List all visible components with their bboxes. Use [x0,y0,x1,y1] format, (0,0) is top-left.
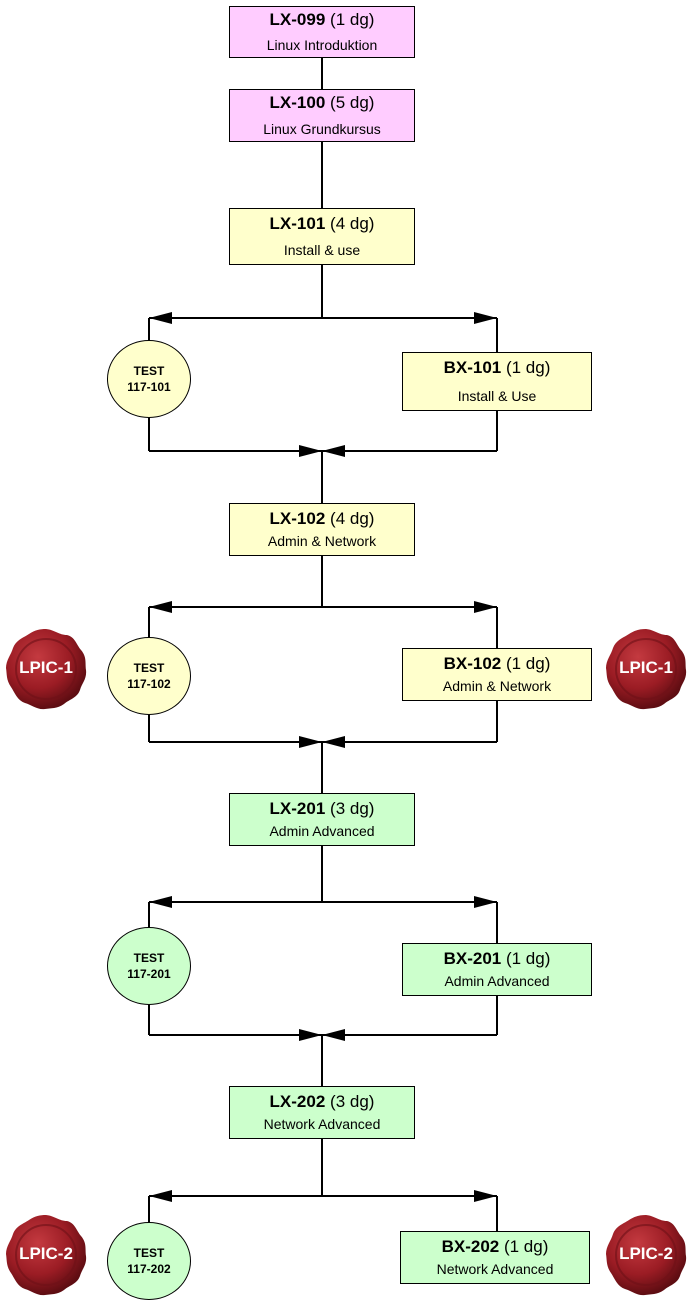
course-code: BX-201 [443,949,502,968]
wax-seal-icon [606,629,687,710]
test-code: 117-101 [127,380,171,394]
test-circle-117-201: TEST 117-201 [107,927,191,1005]
test-code: 117-201 [127,967,171,981]
course-code: LX-202 [269,1092,326,1111]
course-duration: (4 dg) [330,509,375,528]
course-name: Install & use [283,242,361,258]
course-name: Network Advanced [263,1116,381,1132]
course-code: LX-099 [269,10,326,29]
course-name: Linux Introduktion [266,37,378,53]
test-circle-117-102: TEST 117-102 [107,637,191,715]
test-label: TEST [133,661,165,675]
course-duration: (1 dg) [330,10,375,29]
course-code: LX-102 [269,509,326,528]
test-code: 117-102 [127,677,171,691]
seal-text: LPIC-2 [19,1244,73,1263]
course-name: Admin Advanced [269,823,375,839]
wax-seal-icon [6,1215,87,1296]
course-box-lx100: LX-100 (5 dg) Linux Grundkursus [229,89,415,142]
course-name: Admin Advanced [444,973,550,989]
course-box-bx102: BX-102 (1 dg) Admin & Network [402,648,592,701]
course-box-bx201: BX-201 (1 dg) Admin Advanced [402,943,592,996]
lpic1-seal-right: LPIC-1 [603,626,689,712]
course-name: Admin & Network [267,533,377,549]
lpic1-seal-left: LPIC-1 [3,626,89,712]
test-circle-117-101: TEST 117-101 [107,340,191,418]
course-duration: (1 dg) [505,949,551,968]
test-label: TEST [133,951,165,965]
seal-text: LPIC-1 [19,658,73,677]
lpic2-seal-right: LPIC-2 [603,1212,689,1298]
seal-text: LPIC-1 [619,658,673,677]
course-box-lx201: LX-201 (3 dg) Admin Advanced [229,793,415,846]
course-code: LX-201 [269,799,326,818]
test-label: TEST [133,364,165,378]
course-box-bx101: BX-101 (1 dg) Install & Use [402,352,592,411]
course-code: BX-101 [443,358,502,377]
course-box-lx099: LX-099 (1 dg) Linux Introduktion [229,6,415,58]
test-label: TEST [133,1246,165,1260]
test-code: 117-202 [127,1262,171,1276]
wax-seal-icon [606,1215,687,1296]
course-name: Network Advanced [436,1261,554,1277]
arrowheads [149,312,497,1202]
course-name: Install & Use [457,388,537,404]
seal-text: LPIC-2 [619,1244,673,1263]
course-box-lx102: LX-102 (4 dg) Admin & Network [229,503,415,556]
course-duration: (5 dg) [330,93,375,112]
course-code: BX-102 [443,654,502,673]
course-duration: (1 dg) [505,358,551,377]
course-code: BX-202 [441,1237,500,1256]
lpic2-seal-left: LPIC-2 [3,1212,89,1298]
wax-seal-icon [6,629,87,710]
test-circle-117-202: TEST 117-202 [107,1222,191,1300]
course-code: LX-100 [269,93,326,112]
course-duration: (3 dg) [330,799,375,818]
course-duration: (1 dg) [503,1237,549,1256]
course-duration: (1 dg) [505,654,551,673]
course-box-lx202: LX-202 (3 dg) Network Advanced [229,1086,415,1139]
course-duration: (3 dg) [330,1092,375,1111]
course-box-lx101: LX-101 (4 dg) Install & use [229,208,415,265]
course-duration: (4 dg) [330,214,375,233]
course-box-bx202: BX-202 (1 dg) Network Advanced [400,1231,590,1284]
course-name: Admin & Network [442,678,552,694]
course-name: Linux Grundkursus [263,121,381,137]
course-code: LX-101 [269,214,326,233]
